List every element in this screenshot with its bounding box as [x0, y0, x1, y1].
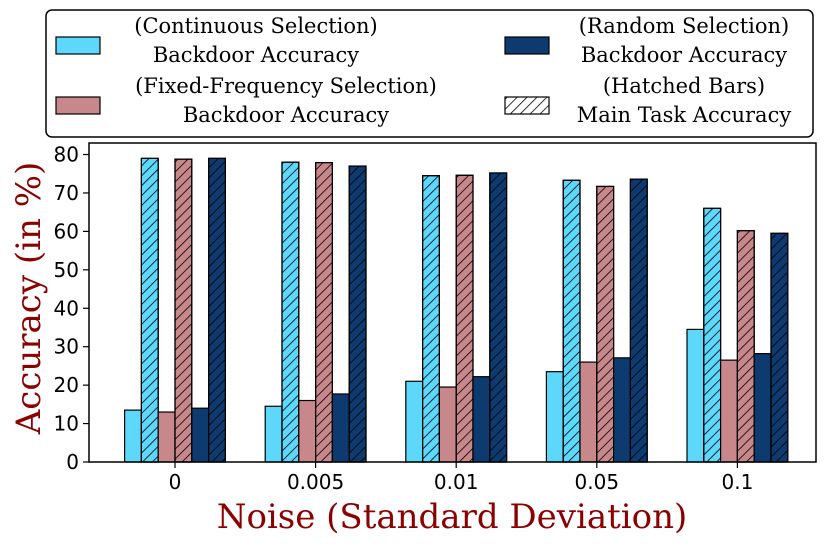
- y-tick-label-20: 20: [54, 373, 79, 397]
- y-tick-label-60: 60: [54, 219, 79, 243]
- legend: (Continuous Selection) Backdoor Accuracy…: [45, 9, 814, 138]
- legend-entry-random: (Random Selection) Backdoor Accuracy: [504, 14, 789, 67]
- legend-label-hatched-line2: Main Task Accuracy: [577, 103, 792, 127]
- bar-hatch-overlay-5-2: [489, 172, 508, 463]
- legend-entry-fixed: (Fixed-Frequency Selection) Backdoor Acc…: [55, 74, 437, 127]
- bar-backdoor-0-0: [123, 409, 142, 463]
- bar-backdoor-2-0: [157, 411, 176, 463]
- bar-hatch-overlay-1-2: [422, 175, 441, 463]
- y-axis: 0 10 20 30 40 50 60 70 80: [54, 143, 89, 474]
- y-tick-label-50: 50: [54, 258, 79, 282]
- bar-hatch-overlay-5-1: [348, 165, 367, 463]
- x-tick-label-4: 0.1: [721, 470, 753, 494]
- bar-hatch-overlay-1-3: [562, 179, 581, 463]
- legend-label-hatched-line1: (Hatched Bars): [603, 74, 765, 98]
- legend-label-fixed-line2: Backdoor Accuracy: [183, 103, 389, 127]
- bar-hatch-overlay-5-4: [770, 232, 789, 463]
- legend-entry-continuous: (Continuous Selection) Backdoor Accuracy: [55, 14, 378, 67]
- legend-entry-hatched: (Hatched Bars) Main Task Accuracy: [504, 74, 792, 127]
- y-tick-label-80: 80: [54, 143, 79, 167]
- legend-swatch-hatched: [504, 96, 550, 115]
- x-axis: 0 0.005 0.01 0.05 0.1: [169, 462, 753, 494]
- y-tick-label-10: 10: [54, 412, 79, 436]
- bar-backdoor-2-4: [719, 359, 738, 463]
- bars-layer: [123, 157, 789, 463]
- x-tick-label-2: 0.01: [434, 470, 479, 494]
- bar-hatch-overlay-3-3: [596, 185, 615, 463]
- y-axis-label: Accuracy (in %): [9, 162, 49, 436]
- legend-label-fixed-line1: (Fixed-Frequency Selection): [135, 74, 437, 98]
- legend-label-random-line1: (Random Selection): [579, 14, 789, 38]
- bar-hatch-overlay-3-2: [455, 174, 474, 463]
- y-tick-label-40: 40: [54, 296, 79, 320]
- legend-label-continuous-line1: (Continuous Selection): [134, 14, 378, 38]
- bar-backdoor-2-2: [438, 386, 457, 463]
- bar-backdoor-4-4: [753, 353, 772, 463]
- bar-hatch-overlay-3-4: [736, 230, 755, 463]
- legend-swatch-continuous: [55, 36, 101, 55]
- bar-backdoor-4-0: [191, 407, 210, 463]
- bar-backdoor-2-1: [298, 399, 317, 463]
- plot-frame: [88, 142, 817, 463]
- legend-label-continuous-line2: Backdoor Accuracy: [153, 43, 359, 67]
- bar-backdoor-0-1: [264, 405, 283, 463]
- legend-label-random-line2: Backdoor Accuracy: [581, 43, 787, 67]
- bar-backdoor-4-3: [612, 357, 631, 463]
- bar-hatch-overlay-1-0: [140, 157, 159, 463]
- legend-swatch-random: [504, 36, 550, 55]
- bar-hatch-overlay-5-0: [208, 157, 227, 463]
- bar-backdoor-0-2: [405, 380, 424, 463]
- legend-frame: [45, 9, 814, 138]
- bar-hatch-overlay-1-4: [703, 207, 722, 463]
- bar-backdoor-0-3: [545, 371, 564, 463]
- x-tick-label-1: 0.005: [287, 470, 344, 494]
- bar-hatch-overlay-1-1: [281, 161, 300, 463]
- bar-backdoor-4-2: [472, 376, 491, 463]
- y-tick-label-0: 0: [66, 450, 79, 474]
- x-tick-label-0: 0: [169, 470, 182, 494]
- bar-hatch-overlay-3-0: [174, 158, 193, 463]
- bar-hatch-overlay-5-3: [629, 178, 648, 463]
- legend-swatch-fixed: [55, 96, 101, 115]
- bar-backdoor-0-4: [686, 328, 705, 463]
- bar-backdoor-2-3: [579, 361, 598, 463]
- bar-backdoor-4-1: [331, 393, 350, 463]
- x-axis-label: Noise (Standard Deviation): [217, 497, 688, 537]
- x-tick-label-3: 0.05: [575, 470, 620, 494]
- bar-hatch-overlay-3-1: [315, 162, 334, 463]
- y-tick-label-30: 30: [54, 335, 79, 359]
- y-tick-label-70: 70: [54, 181, 79, 205]
